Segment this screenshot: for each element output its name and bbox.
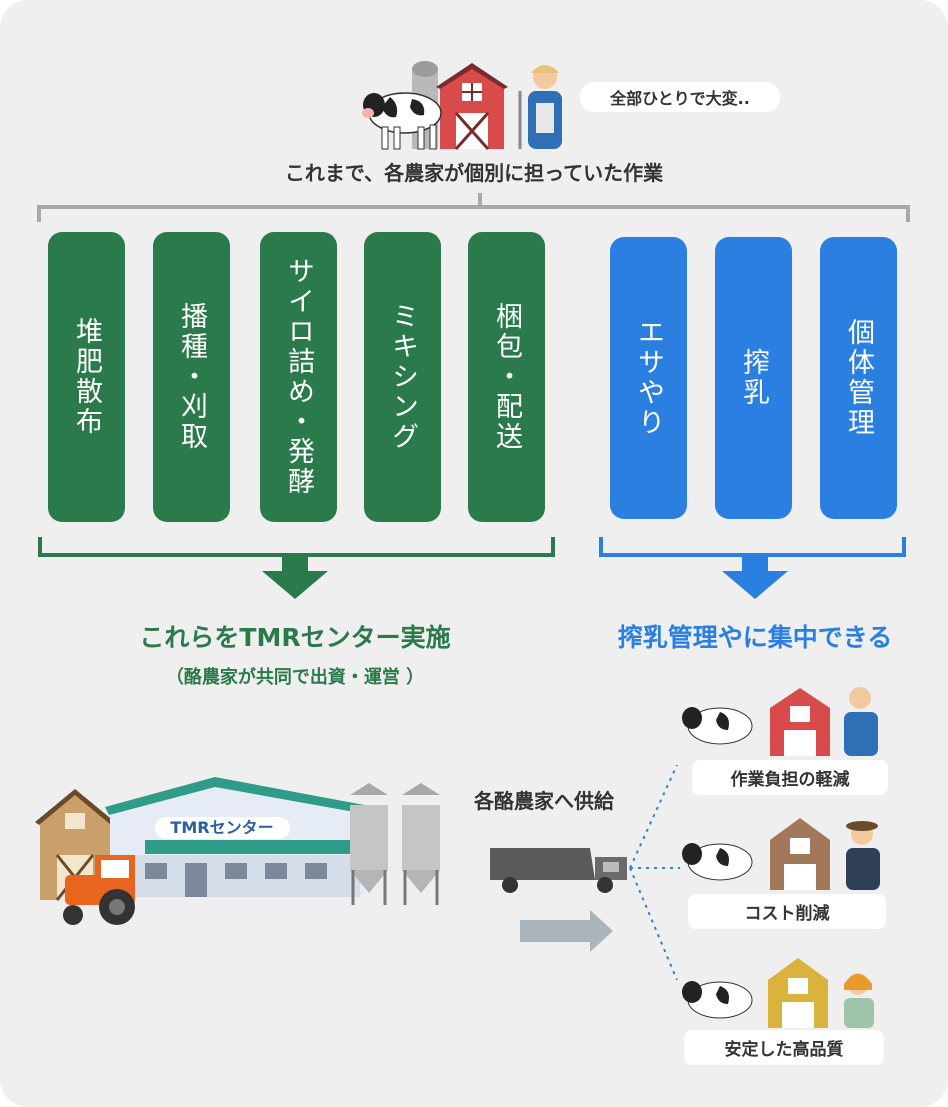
blue-bracket-arrow xyxy=(599,537,906,599)
task-box-silage: サイロ詰め・発酵 xyxy=(260,232,337,522)
task-label: 搾乳 xyxy=(738,348,769,408)
task-label: サイロ詰め・発酵 xyxy=(283,257,314,497)
task-box-milking: 搾乳 xyxy=(715,237,792,519)
benefit-workload: 作業負担の軽減 xyxy=(692,760,888,795)
tmr-center-illustration xyxy=(35,777,440,925)
supply-graphic xyxy=(490,765,680,981)
task-box-sowing: 播種・刈取 xyxy=(153,232,230,522)
top-farm-illustration xyxy=(362,61,562,150)
supply-label: 各酪農家へ供給 xyxy=(474,789,614,813)
speech-bubble-text: 全部ひとりで大変.. xyxy=(610,89,750,108)
task-box-compost: 堆肥散布 xyxy=(48,232,125,522)
task-label: エサやり xyxy=(633,318,664,438)
task-box-mixing: ミキシング xyxy=(364,232,441,522)
benefit-quality: 安定した高品質 xyxy=(684,1030,884,1065)
task-box-herd-management: 個体管理 xyxy=(820,237,897,519)
task-box-feeding: エサやり xyxy=(610,237,687,519)
task-label: 個体管理 xyxy=(843,318,874,438)
benefit-label: 作業負担の軽減 xyxy=(730,770,850,790)
benefit-label: コスト削減 xyxy=(744,904,830,924)
task-label: ミキシング xyxy=(387,302,418,452)
blue-result-title: 搾乳管理やに集中できる xyxy=(617,623,893,652)
task-label: 播種・刈取 xyxy=(176,302,207,452)
speech-bubble: 全部ひとりで大変.. xyxy=(580,82,780,112)
header-caption: これまで、各農家が個別に担っていた作業 xyxy=(284,161,664,185)
task-label: 堆肥散布 xyxy=(71,317,102,437)
benefit-illustration-1 xyxy=(682,687,878,756)
green-bracket-arrow xyxy=(38,537,555,599)
building-sign: TMRセンター xyxy=(170,818,274,837)
benefit-illustration-2 xyxy=(682,818,880,890)
benefit-label: 安定した高品質 xyxy=(724,1040,844,1060)
green-result-subtitle: （酪農家が共同で出資・運営 ） xyxy=(165,667,425,688)
green-result-title: これらをTMRセンター実施 xyxy=(139,623,451,652)
task-label: 梱包・配送 xyxy=(491,302,522,452)
benefit-cost: コスト削減 xyxy=(688,894,886,929)
top-bracket xyxy=(37,193,910,222)
task-box-delivery: 梱包・配送 xyxy=(468,232,545,522)
benefit-illustration-3 xyxy=(682,958,874,1028)
